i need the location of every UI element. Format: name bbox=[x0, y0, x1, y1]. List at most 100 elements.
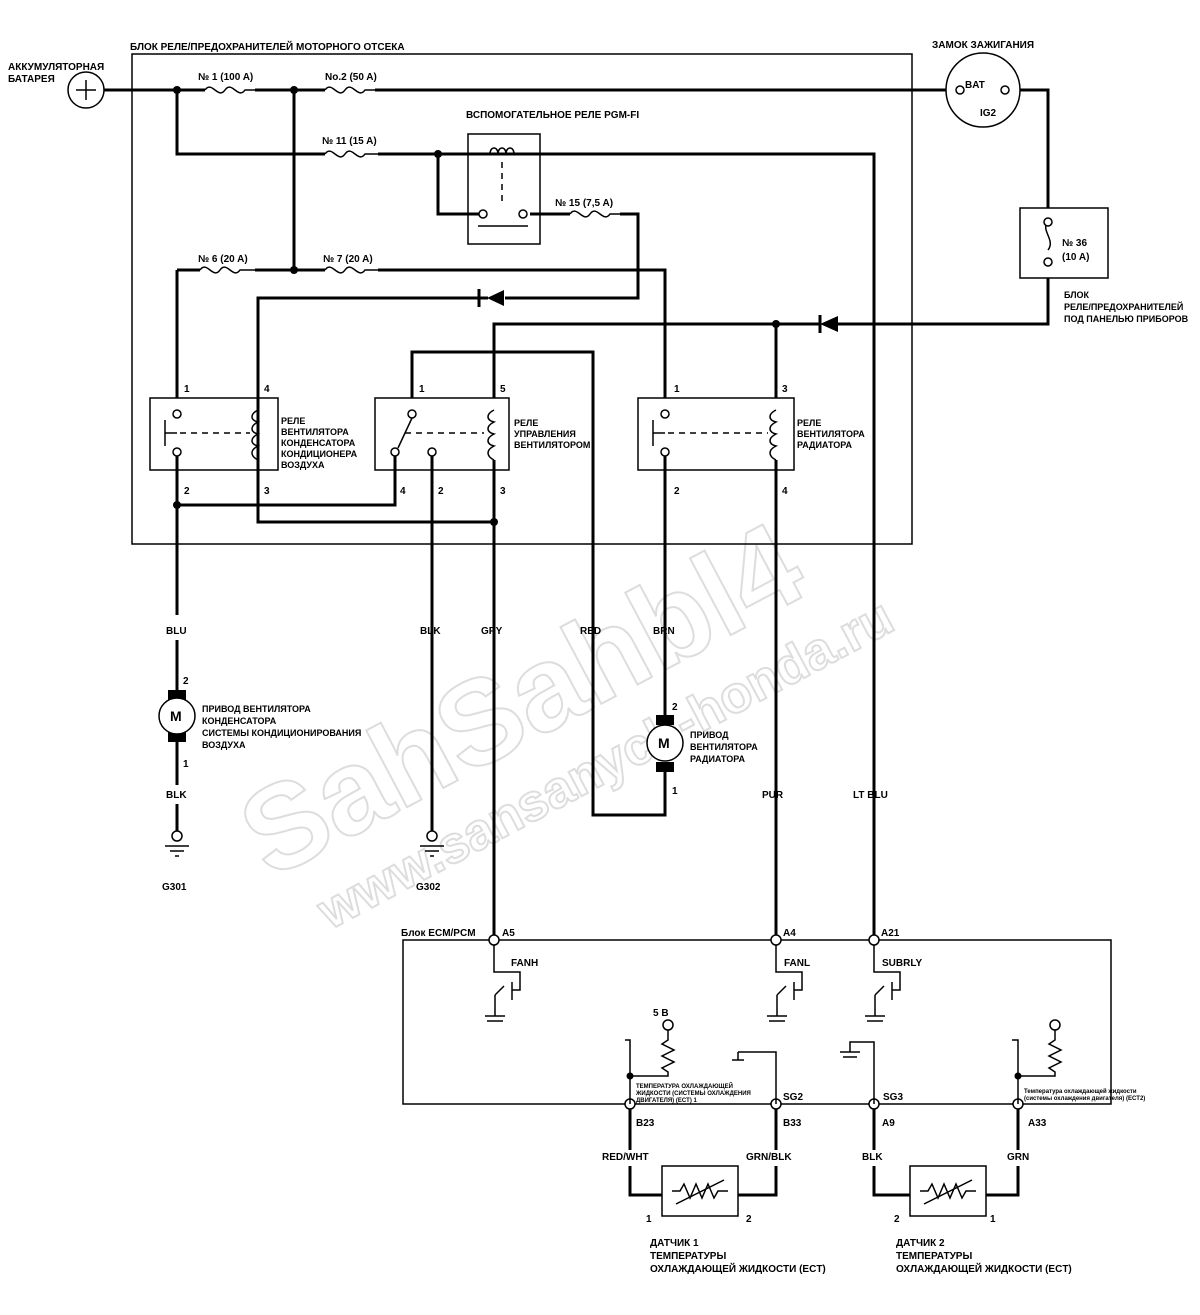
wire-grn-blk: GRN/BLK bbox=[746, 1152, 792, 1163]
diode-dash bbox=[818, 315, 838, 333]
fan-relay-pin-3: 3 bbox=[500, 486, 506, 497]
ect1-sensor-wires bbox=[628, 1166, 778, 1197]
g301-label: G301 bbox=[162, 882, 187, 893]
wire-brn: BRN bbox=[653, 626, 675, 637]
ect1-thermistor-icon bbox=[672, 1179, 728, 1205]
g302-label: G302 bbox=[416, 882, 441, 893]
ect2-sensor-label-1: ДАТЧИК 2 bbox=[896, 1238, 945, 1249]
ignition-bat-label: BAT bbox=[965, 80, 985, 91]
wire-grn: GRN bbox=[1007, 1152, 1029, 1163]
underhood-box-title: БЛОК РЕЛЕ/ПРЕДОХРАНИТЕЛЕЙ МОТОРНОГО ОТСЕ… bbox=[130, 40, 405, 53]
ect2-thermistor-icon bbox=[920, 1179, 976, 1205]
subrly-transistor bbox=[865, 945, 901, 1022]
five-volt-label: 5 В bbox=[653, 1008, 669, 1019]
ect2-inner-label-1: Температура охлаждающей жидкости bbox=[1024, 1088, 1137, 1095]
underhood-fuse-box bbox=[131, 53, 913, 545]
ect1-inner-label-3: ДВИГАТЕЛЯ) (ECT) 1 bbox=[636, 1098, 697, 1104]
rad-relay-pin-3: 3 bbox=[782, 384, 788, 395]
ect1-sensor-label-2: ТЕМПЕРАТУРЫ bbox=[650, 1251, 726, 1262]
ac-relay-label-2: ВЕНТИЛЯТОРА bbox=[281, 427, 349, 437]
rad-motor-label-2: ВЕНТИЛЯТОРА bbox=[690, 742, 758, 752]
fuse-1-label: № 1 (100 A) bbox=[198, 72, 253, 83]
fuse-7-label: № 7 (20 A) bbox=[323, 254, 373, 265]
fuse-36-label-2: (10 A) bbox=[1062, 252, 1089, 263]
wire-blu: BLU bbox=[166, 626, 187, 637]
sg3-ground-circuit bbox=[840, 1041, 875, 1104]
battery-symbol bbox=[67, 71, 105, 109]
ect2-pin-1: 1 bbox=[990, 1214, 996, 1225]
ac-relay-pin-2: 2 bbox=[184, 486, 190, 497]
ac-relay-label-1: РЕЛЕ bbox=[281, 416, 305, 426]
wire-lt-blu: LT BLU bbox=[853, 790, 888, 801]
ect1-inner-label-1: ТЕМПЕРАТУРА ОХЛАЖДАЮЩЕЙ bbox=[636, 1082, 733, 1090]
fuse-6-label: № 6 (20 A) bbox=[198, 254, 248, 265]
rad-relay-pin-4: 4 bbox=[782, 486, 788, 497]
ignition-ig2-label: IG2 bbox=[980, 108, 997, 119]
fan-relay-pin-2: 2 bbox=[438, 486, 444, 497]
junctions bbox=[173, 86, 780, 526]
fan-relay-label-3: ВЕНТИЛЯТОРОМ bbox=[514, 440, 590, 450]
cond-motor-m: M bbox=[170, 708, 182, 724]
g302-ground-icon bbox=[420, 830, 444, 857]
rad-motor-label-1: ПРИВОД bbox=[690, 730, 729, 740]
rad-relay-label-2: ВЕНТИЛЯТОРА bbox=[797, 429, 865, 439]
ect2-sensor-wires bbox=[872, 1166, 1020, 1197]
wire-red-wht: RED/WHT bbox=[602, 1152, 649, 1163]
cond-motor-pin-1: 1 bbox=[183, 759, 189, 770]
rad-motor-pin-1: 1 bbox=[672, 786, 678, 797]
cond-motor-label-4: ВОЗДУХА bbox=[202, 740, 246, 750]
rad-motor-m: M bbox=[658, 735, 670, 751]
ecm-label: Блок ECM/PCM bbox=[401, 928, 476, 939]
ac-relay-label-3: КОНДЕНСАТОРА bbox=[281, 438, 356, 448]
ect1-pin-2: 2 bbox=[746, 1214, 752, 1225]
rad-relay-pin-2: 2 bbox=[674, 486, 680, 497]
rad-motor-label-3: РАДИАТОРА bbox=[690, 754, 745, 764]
ect1-inner-label-2: ЖИДКОСТИ (СИСТЕМЫ ОХЛАЖДЕНИЯ bbox=[635, 1091, 751, 1097]
pgmfi-relay-box bbox=[467, 133, 541, 245]
ac-relay-pin-1: 1 bbox=[184, 384, 190, 395]
fan-relay-label-2: УПРАВЛЕНИЯ bbox=[514, 429, 576, 439]
sg2-label: SG2 bbox=[783, 1092, 803, 1103]
cond-motor-pin-2: 2 bbox=[183, 676, 189, 687]
a9-label: A9 bbox=[882, 1118, 895, 1129]
diode-pgm bbox=[477, 289, 504, 307]
rad-relay-pin-1: 1 bbox=[674, 384, 680, 395]
ect1-sensor-label-1: ДАТЧИК 1 bbox=[650, 1238, 699, 1249]
cond-motor-label-2: КОНДЕНСАТОРА bbox=[202, 716, 277, 726]
radiator-relay-internals bbox=[652, 409, 779, 461]
wire-blk-3: BLK bbox=[862, 1152, 883, 1163]
power-wiring bbox=[104, 86, 1051, 940]
pgmfi-relay-internals bbox=[478, 147, 528, 227]
ac-relay-label-4: КОНДИЦИОНЕРА bbox=[281, 449, 358, 459]
fan-relay-pin4-wire bbox=[177, 456, 397, 507]
dash-box-label-3: ПОД ПАНЕЛЬЮ ПРИБОРОВ bbox=[1064, 314, 1189, 324]
fanh-transistor bbox=[485, 945, 521, 1022]
fan-relay-pin-5: 5 bbox=[500, 384, 506, 395]
wire-gry: GRY bbox=[481, 626, 503, 637]
radiator-relay-box bbox=[637, 397, 795, 471]
b33-label: B33 bbox=[783, 1118, 802, 1129]
fan-control-relay-internals bbox=[390, 409, 497, 461]
pgmfi-relay-label: ВСПОМОГАТЕЛЬНОЕ РЕЛЕ PGM-FI bbox=[466, 110, 639, 121]
fan-relay-pin-4: 4 bbox=[400, 486, 406, 497]
battery-label-2: БАТАРЕЯ bbox=[8, 74, 55, 85]
ac-relay-box bbox=[149, 397, 279, 471]
ecm-pcm-box bbox=[402, 939, 1112, 1105]
ect1-input-circuit bbox=[625, 1019, 777, 1104]
cond-motor-label-1: ПРИВОД ВЕНТИЛЯТОРА bbox=[202, 704, 311, 714]
ect2-sensor-box bbox=[909, 1165, 987, 1217]
subrly-label: SUBRLY bbox=[882, 958, 923, 969]
ecm-pin-terminals bbox=[488, 934, 1024, 1110]
ect1-sensor-label-3: ОХЛАЖДАЮЩЕЙ ЖИДКОСТИ (ECT) bbox=[650, 1262, 826, 1275]
sg3-label: SG3 bbox=[883, 1092, 903, 1103]
b23-label: B23 bbox=[636, 1118, 655, 1129]
fuse-2-label: No.2 (50 A) bbox=[325, 72, 377, 83]
ac-relay-label-5: ВОЗДУХА bbox=[281, 460, 325, 470]
wire-red: RED bbox=[580, 626, 601, 637]
ect2-sensor-label-2: ТЕМПЕРАТУРЫ bbox=[896, 1251, 972, 1262]
fan-relay-pin-1: 1 bbox=[419, 384, 425, 395]
fanl-transistor bbox=[767, 945, 803, 1022]
ect2-input-circuit bbox=[1012, 1019, 1063, 1104]
ecm-pin-a4: A4 bbox=[783, 928, 796, 939]
